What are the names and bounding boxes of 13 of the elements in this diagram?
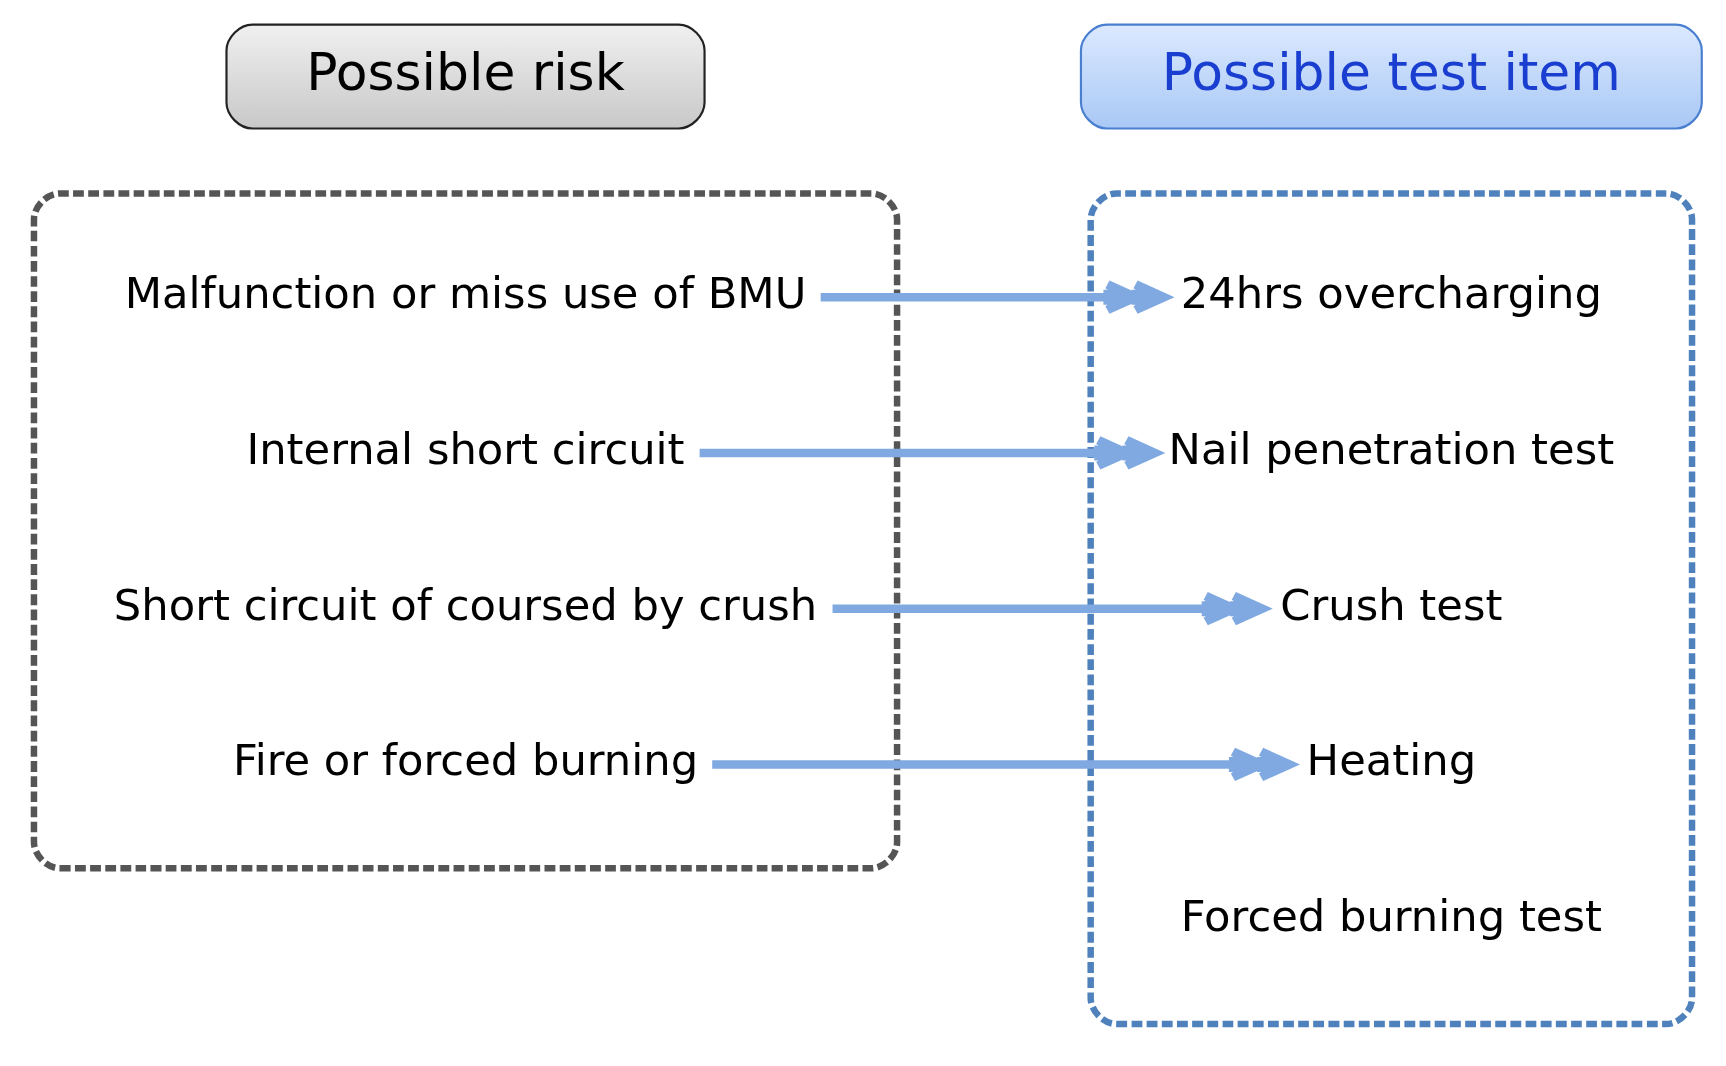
node-text: Internal short circuit [246, 423, 685, 474]
node-text: Crush test [1280, 579, 1503, 630]
cluster [1087, 190, 1696, 1028]
node-text: Heating [1306, 735, 1477, 786]
node-text: Malfunction or miss use of BMU [124, 268, 807, 319]
cluster [30, 190, 901, 872]
node-box: Possible test item [1079, 23, 1703, 130]
node-text: Fire or forced burning [232, 735, 699, 786]
node-box: Possible risk [225, 23, 706, 130]
node-text: 24hrs overcharging [1180, 268, 1602, 319]
node-text: Short circuit of coursed by crush [113, 579, 818, 630]
node-text: Forced burning test [1180, 891, 1602, 942]
node-text: Nail penetration test [1168, 423, 1615, 474]
